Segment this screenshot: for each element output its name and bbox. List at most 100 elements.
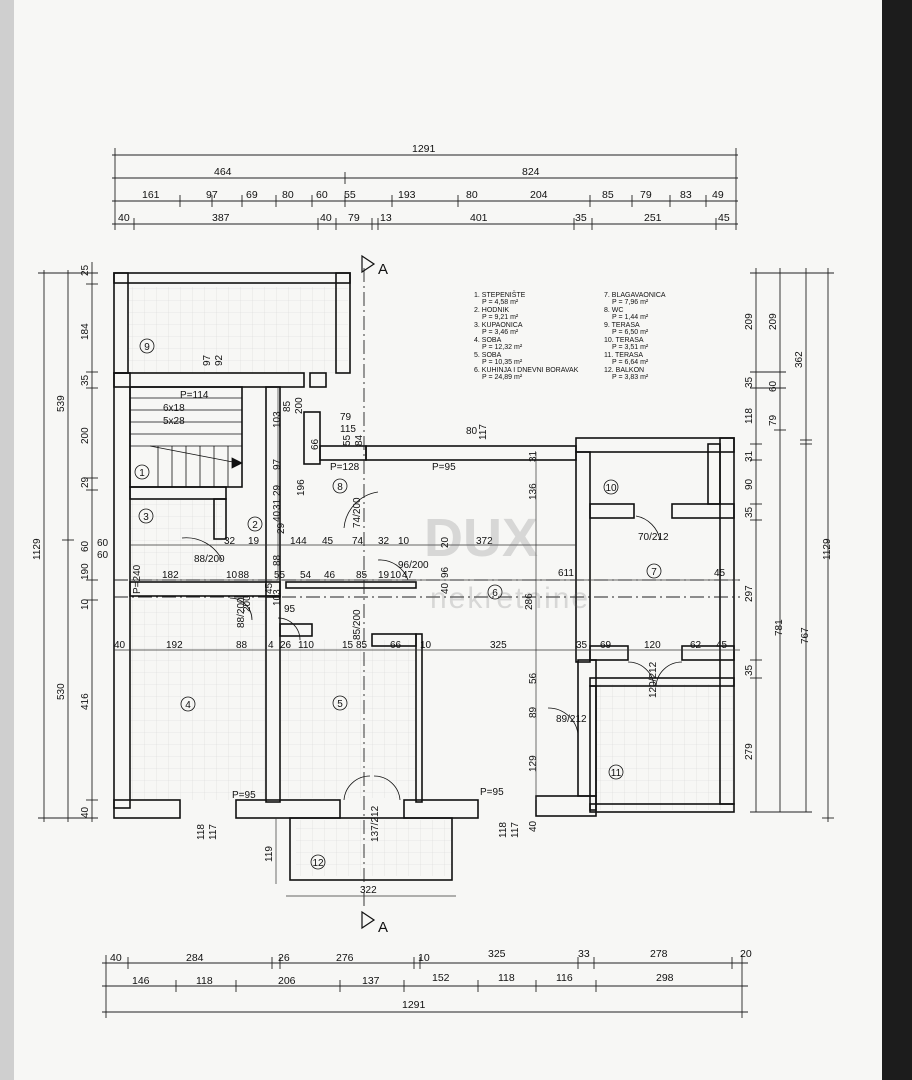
- hall-dim: 144: [290, 536, 307, 547]
- room-number-11: 11: [611, 768, 622, 779]
- mid-dim: 85: [356, 570, 368, 581]
- room-number-5: 5: [337, 699, 343, 710]
- top-dim-total: 1291: [412, 143, 436, 155]
- rooms-dim: 192: [166, 640, 183, 651]
- rooms-dim: 325: [490, 640, 507, 651]
- mid-dim: 19: [378, 570, 390, 581]
- top-dim: 79: [348, 212, 360, 224]
- room-number-9: 9: [144, 342, 150, 353]
- misc-dim: 103: [272, 411, 283, 428]
- right-dim: 209: [768, 313, 779, 330]
- left-dim: 539: [56, 395, 67, 412]
- left-dim: 530: [56, 683, 67, 700]
- bottom-dim: 146: [132, 975, 150, 987]
- misc-dim: 118: [498, 822, 509, 838]
- misc-dim: 40: [440, 582, 451, 594]
- door-dim: 120/212: [648, 661, 659, 698]
- misc-dim: 118: [196, 824, 207, 840]
- room-number-2: 2: [252, 520, 258, 531]
- section-mark-top: A: [378, 261, 388, 278]
- misc-dim: 31: [272, 498, 283, 510]
- bottom-dim: 10: [418, 952, 430, 964]
- hall-dim: 74: [352, 536, 364, 547]
- legend-area: P = 3,83 m²: [612, 374, 649, 381]
- door-dim: 96/200: [398, 560, 429, 571]
- top-dim: 464: [214, 166, 232, 178]
- misc-dim: 95: [284, 604, 296, 615]
- misc-dim: 40: [528, 820, 539, 832]
- right-dim: 79: [768, 414, 779, 426]
- misc-dim: 66: [310, 438, 321, 450]
- window-dim: 60: [97, 538, 109, 549]
- bottom-dim: 276: [336, 952, 354, 964]
- rooms-dim: 45: [716, 640, 728, 651]
- legend-name: 1. STEPENIŠTE: [474, 290, 526, 299]
- right-dim: 279: [744, 743, 755, 760]
- interior-dimension-lines: [114, 387, 740, 897]
- misc-dim: 55: [342, 434, 353, 446]
- mid-dim: 611: [558, 568, 574, 579]
- room-number-7: 7: [651, 567, 657, 578]
- rooms-dim: 26: [280, 640, 292, 651]
- legend-area: P = 1,44 m²: [612, 314, 649, 321]
- top-dim: 80: [466, 189, 478, 201]
- misc-dim: 117: [478, 424, 489, 440]
- top-dim: 13: [380, 212, 392, 224]
- misc-dim: 88: [272, 554, 283, 566]
- misc-dim: 115: [340, 424, 356, 435]
- parapet-label: P=240: [132, 564, 143, 594]
- legend-name: 4. SOBA: [474, 337, 502, 344]
- window-dim: 60: [97, 550, 109, 561]
- bottom-dim: 33: [578, 948, 590, 960]
- hall-dim: 45: [322, 536, 334, 547]
- legend-name: 8. WC: [604, 307, 623, 314]
- mid-dim: 45: [714, 568, 726, 579]
- rooms-dim: 120: [644, 640, 661, 651]
- left-dim: 184: [80, 323, 91, 340]
- right-dimension-lines: [750, 268, 834, 822]
- door-dim: 89/212: [556, 714, 587, 725]
- rooms-dim: 62: [690, 640, 702, 651]
- misc-dim: 117: [510, 822, 521, 838]
- room-number-4: 4: [185, 700, 191, 711]
- legend-name: 2. HODNIK: [474, 307, 509, 314]
- hall-dim: 10: [398, 536, 410, 547]
- misc-dim: 103: [272, 589, 283, 606]
- dark-edge: [882, 0, 912, 1080]
- hall-dim: 19: [248, 536, 260, 547]
- hall-dim: 32: [378, 536, 390, 547]
- parapet-label: P=95: [232, 790, 256, 801]
- mid-dim: 10: [226, 570, 238, 581]
- rooms-dim: 69: [600, 640, 612, 651]
- bottom-dim: 325: [488, 948, 506, 960]
- rooms-dim: 10: [420, 640, 432, 651]
- bottom-dim: 152: [432, 972, 450, 984]
- bottom-dim: 137: [362, 975, 380, 987]
- bottom-dim: 116: [556, 972, 573, 984]
- watermark: DUX nekretnine: [424, 508, 588, 615]
- legend-area: P = 4,58 m²: [482, 299, 519, 306]
- room-number-8: 8: [337, 482, 343, 493]
- legend-area: P = 12,32 m²: [482, 344, 523, 351]
- top-dim: 55: [344, 189, 356, 201]
- right-dim: 90: [744, 478, 755, 490]
- stair-treads: [130, 397, 243, 487]
- top-dim: 204: [530, 189, 548, 201]
- mid-dim: 88: [238, 570, 250, 581]
- left-dim: 416: [80, 693, 91, 710]
- top-dim: 49: [712, 189, 724, 201]
- right-dim: 362: [794, 351, 805, 368]
- parapet-label: P=95: [480, 787, 504, 798]
- door-dim: 85/200: [352, 609, 363, 640]
- bottom-dim: 118: [498, 972, 515, 984]
- misc-dim: 29: [272, 484, 283, 496]
- misc-dim: 322: [360, 885, 377, 896]
- legend-name: 3. KUPAONICA: [474, 322, 523, 329]
- left-dim: 10: [80, 598, 91, 610]
- hall-dim: 372: [476, 536, 493, 547]
- legend-area: P = 7,96 m²: [612, 299, 649, 306]
- rooms-dim: 35: [576, 640, 588, 651]
- legend-name: 11. TERASA: [604, 352, 643, 359]
- top-dim: 387: [212, 212, 230, 224]
